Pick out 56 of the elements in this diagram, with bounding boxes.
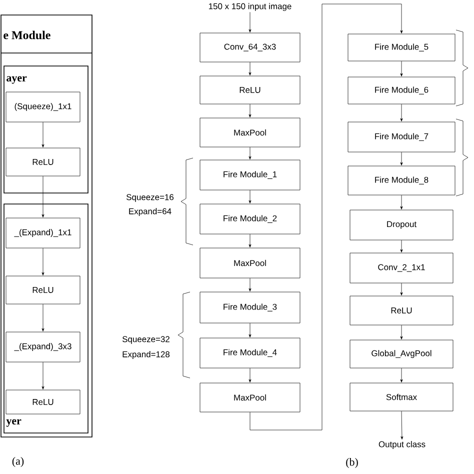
arrow xyxy=(248,278,252,292)
arrow xyxy=(400,104,403,122)
text-label: Output class xyxy=(378,441,426,449)
layer-box: Fire Module_7 xyxy=(348,122,456,152)
layer-box: Fire Module_3 xyxy=(200,292,300,324)
arrow xyxy=(400,240,403,252)
arrow xyxy=(248,234,252,248)
layer-box: ReLU xyxy=(6,390,80,414)
layer-box: Global_AvgPool xyxy=(350,340,454,368)
layer-box: Dropout xyxy=(350,210,454,240)
layer-box: Fire Module_8 xyxy=(348,166,456,196)
arrow xyxy=(400,411,404,440)
layer-box: Conv_64_3x3 xyxy=(200,32,300,62)
layer-box: MaxPool xyxy=(200,118,300,148)
parameter-label: Expand=64 xyxy=(129,208,172,216)
layer-box: Conv_2_1x1 xyxy=(350,252,454,284)
panel-label: (a) xyxy=(12,457,24,467)
arrow xyxy=(400,61,403,76)
arrow xyxy=(400,283,403,296)
layer-box: (Squeeze)_1x1 xyxy=(6,92,80,122)
layer-box: _(Expand)_3x3 xyxy=(6,332,80,362)
layer-box: ReLU xyxy=(6,276,80,304)
layer-box: ReLU xyxy=(350,296,454,326)
layer-box: Fire Module_1 xyxy=(200,160,300,190)
layer-box: Fire Module_6 xyxy=(348,76,456,104)
arrow xyxy=(248,62,252,76)
arrow xyxy=(250,4,403,430)
arrow xyxy=(248,12,252,32)
arrow xyxy=(400,152,403,166)
layer-box: Fire Module_5 xyxy=(348,34,456,62)
arrow xyxy=(248,147,252,160)
panel-label: (b) xyxy=(346,458,358,468)
layer-box: MaxPool xyxy=(200,382,300,412)
layer-box: ReLU xyxy=(6,148,80,176)
arrow xyxy=(400,195,403,210)
parameter-label: Expand=128 xyxy=(122,351,170,359)
layer-box: ReLU xyxy=(200,76,300,104)
arrow xyxy=(42,362,44,390)
arrow xyxy=(248,104,252,118)
arrow xyxy=(42,304,44,332)
arrow xyxy=(42,176,44,218)
arrow xyxy=(248,323,252,338)
layer-box: Softmax xyxy=(350,382,454,412)
arrow xyxy=(248,368,252,382)
arrow xyxy=(400,325,403,340)
layer-box: Fire Module_4 xyxy=(200,338,300,368)
arrow xyxy=(42,122,44,148)
parameter-label: Squeeze=16 xyxy=(126,194,174,202)
layer-box: Fire Module_2 xyxy=(200,204,300,234)
text-label: 150 x 150 input image xyxy=(208,3,292,11)
arrow xyxy=(400,368,403,382)
arrow xyxy=(42,248,44,276)
parameter-label: Squeeze=32 xyxy=(122,336,170,344)
layer-box: MaxPool xyxy=(200,248,300,278)
layer-box: _(Expand)_1x1 xyxy=(6,218,80,248)
arrow xyxy=(248,190,252,204)
